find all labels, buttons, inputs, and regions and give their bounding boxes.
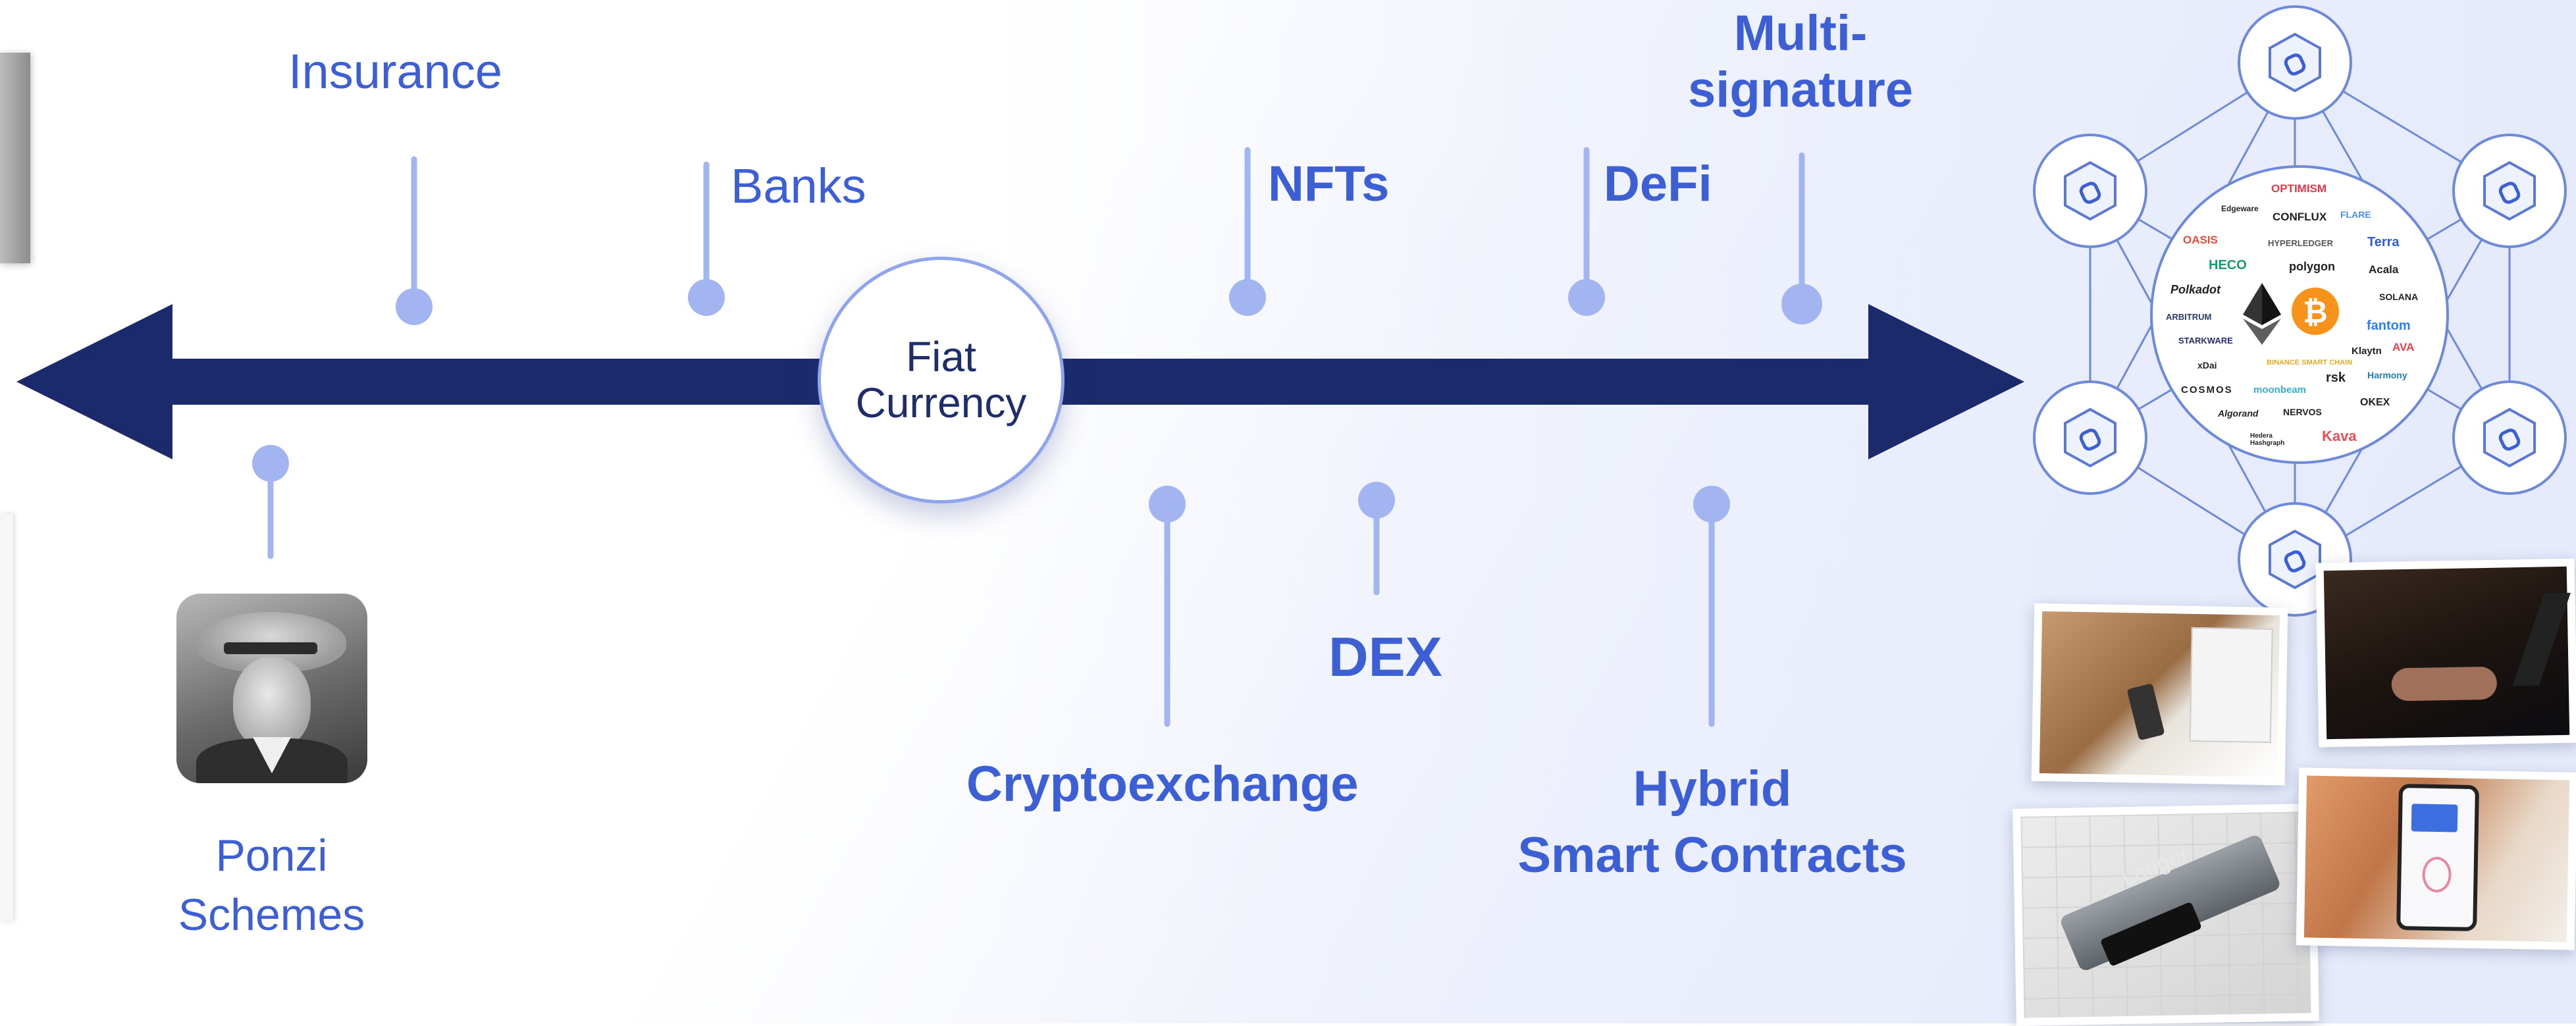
logo-heco: HECO <box>2209 258 2247 272</box>
logo-edgeware: Edgeware <box>2221 204 2259 213</box>
node-lower-right <box>2452 380 2567 495</box>
arrow-left <box>16 304 172 459</box>
logo-moonbeam: moonbeam <box>2253 384 2307 396</box>
portrait-face <box>233 657 311 749</box>
label-dex: DEX <box>1328 626 1442 688</box>
logo-polygon: polygon <box>2289 260 2335 273</box>
label-cryptoexchange: Cryptoexchange <box>966 756 1359 812</box>
logo-okex: OKEX <box>2360 397 2390 408</box>
label-ponzi-line2: Schemes <box>178 889 365 940</box>
label-multisignature: Multi- signature <box>1682 5 1919 118</box>
photo-typing-laptop-image <box>2323 566 2571 740</box>
logo-solana: SOLANA <box>2379 292 2419 302</box>
logo-ava: AVA <box>2392 341 2415 353</box>
node-upper-right <box>2452 134 2567 248</box>
dot-banks <box>688 279 725 316</box>
hand-typing-shape <box>2391 666 2498 702</box>
label-insurance: Insurance <box>288 44 502 99</box>
dot-ponzi <box>252 445 289 482</box>
laptop-shape <box>2189 627 2273 743</box>
node-top <box>2238 5 2352 120</box>
node-upper-left <box>2033 134 2147 248</box>
logo-binance: BINANCE SMART CHAIN <box>2267 359 2353 367</box>
network-nodes <box>2033 5 2567 617</box>
logo-hyperledger: HYPERLEDGER <box>2268 238 2333 248</box>
logo-harmony: Harmony <box>2367 370 2407 380</box>
fiat-currency-line1: Fiat <box>906 333 976 381</box>
label-nfts: NFTs <box>1268 156 1390 212</box>
label-hybrid-line1: Hybrid <box>1633 761 1792 817</box>
portrait-hat-band <box>224 642 317 654</box>
dot-cryptoexchange <box>1149 486 1186 523</box>
dot-dex <box>1358 482 1395 519</box>
label-ponzi-schemes: Ponzi Schemes <box>158 827 385 945</box>
logo-arbitrum: ARBITRUM <box>2166 312 2212 322</box>
label-hybrid-line2: Smart Contracts <box>1517 827 1907 884</box>
logo-acala: Acala <box>2369 263 2399 276</box>
logo-hedera: Hedera Hashgraph <box>2250 432 2285 447</box>
dots-above <box>396 279 1822 325</box>
logo-algorand: Algorand <box>2218 408 2259 419</box>
logo-terra: Terra <box>2367 235 2400 249</box>
photo-ledger-device-image: Ledger <box>2020 811 2311 1018</box>
logo-kava: Kava <box>2322 428 2357 444</box>
phone-card-shape <box>2411 804 2458 833</box>
hand-device-shape <box>2126 682 2165 741</box>
logo-xdai: xDai <box>2197 360 2217 371</box>
stems-below <box>267 460 1715 727</box>
bitcoin-icon: ₿ <box>2292 288 2339 335</box>
label-ponzi-line1: Ponzi <box>215 831 328 881</box>
logo-fantom: fantom <box>2367 319 2411 333</box>
ethereum-icon <box>2243 283 2281 345</box>
logo-polkadot: Polkadot <box>2170 283 2221 296</box>
dot-hybrid <box>1693 486 1730 523</box>
dot-insurance <box>396 288 433 325</box>
fiat-currency-node: Fiat Currency <box>818 257 1065 503</box>
fiat-currency-line2: Currency <box>855 378 1027 426</box>
dot-defi <box>1568 279 1605 316</box>
dots-below <box>252 445 1730 523</box>
logo-cosmos: COSMOS <box>2181 384 2233 396</box>
arrow-right <box>1868 304 2024 459</box>
label-multisignature-line2: signature <box>1687 61 1914 118</box>
logo-flare: FLARE <box>2340 209 2371 220</box>
photo-typing-laptop <box>2315 558 2576 748</box>
logo-klaytn: Klaytn <box>2352 346 2382 357</box>
label-hybrid-smart-contracts: Hybrid Smart Contracts <box>1500 756 1925 888</box>
left-edge-photo-top <box>0 53 30 263</box>
ponzi-portrait-photo <box>176 594 367 783</box>
label-multisignature-line1: Multi- <box>1733 5 1868 61</box>
photo-hardware-wallet-in-hand <box>2031 603 2288 786</box>
logo-optimism: OPTIMISM <box>2271 182 2327 195</box>
photo-ledger-device: Ledger <box>2012 804 2319 1026</box>
logo-starkware: STARKWARE <box>2178 336 2233 346</box>
logo-rsk: rsk <box>2326 371 2346 385</box>
logo-nervos: NERVOS <box>2283 407 2322 417</box>
network-diagram: ₿ <box>2033 5 2567 617</box>
label-banks: Banks <box>731 159 866 213</box>
photo-phone-fingerprint <box>2296 767 2576 950</box>
photo-hardware-wallet-in-hand-image <box>2039 611 2280 778</box>
left-edge-photo-bottom <box>0 513 13 921</box>
dot-multisig <box>1781 284 1822 324</box>
laptop-screen-shape <box>2512 592 2571 686</box>
logo-conflux: CONFLUX <box>2273 211 2327 223</box>
node-lower-left <box>2033 380 2147 495</box>
logo-oasis: OASIS <box>2183 234 2218 246</box>
label-defi: DeFi <box>1604 156 1712 212</box>
dot-nfts <box>1229 279 1266 316</box>
stems-above <box>411 147 1805 307</box>
svg-text:₿: ₿ <box>2303 295 2328 329</box>
photo-phone-fingerprint-image <box>2303 775 2570 942</box>
